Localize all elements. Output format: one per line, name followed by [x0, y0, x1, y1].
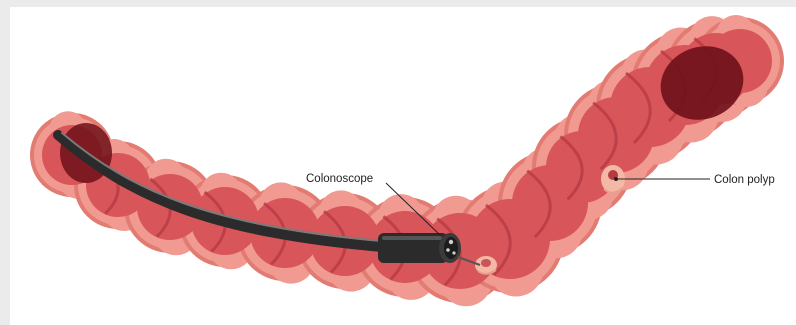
- colon-diagram: Colonoscope Colon polyp: [10, 7, 796, 325]
- label-colonoscope: Colonoscope: [306, 173, 373, 185]
- label-colon-polyp: Colon polyp: [714, 174, 775, 186]
- illustration-panel: Colonoscope Colon polyp: [10, 7, 796, 325]
